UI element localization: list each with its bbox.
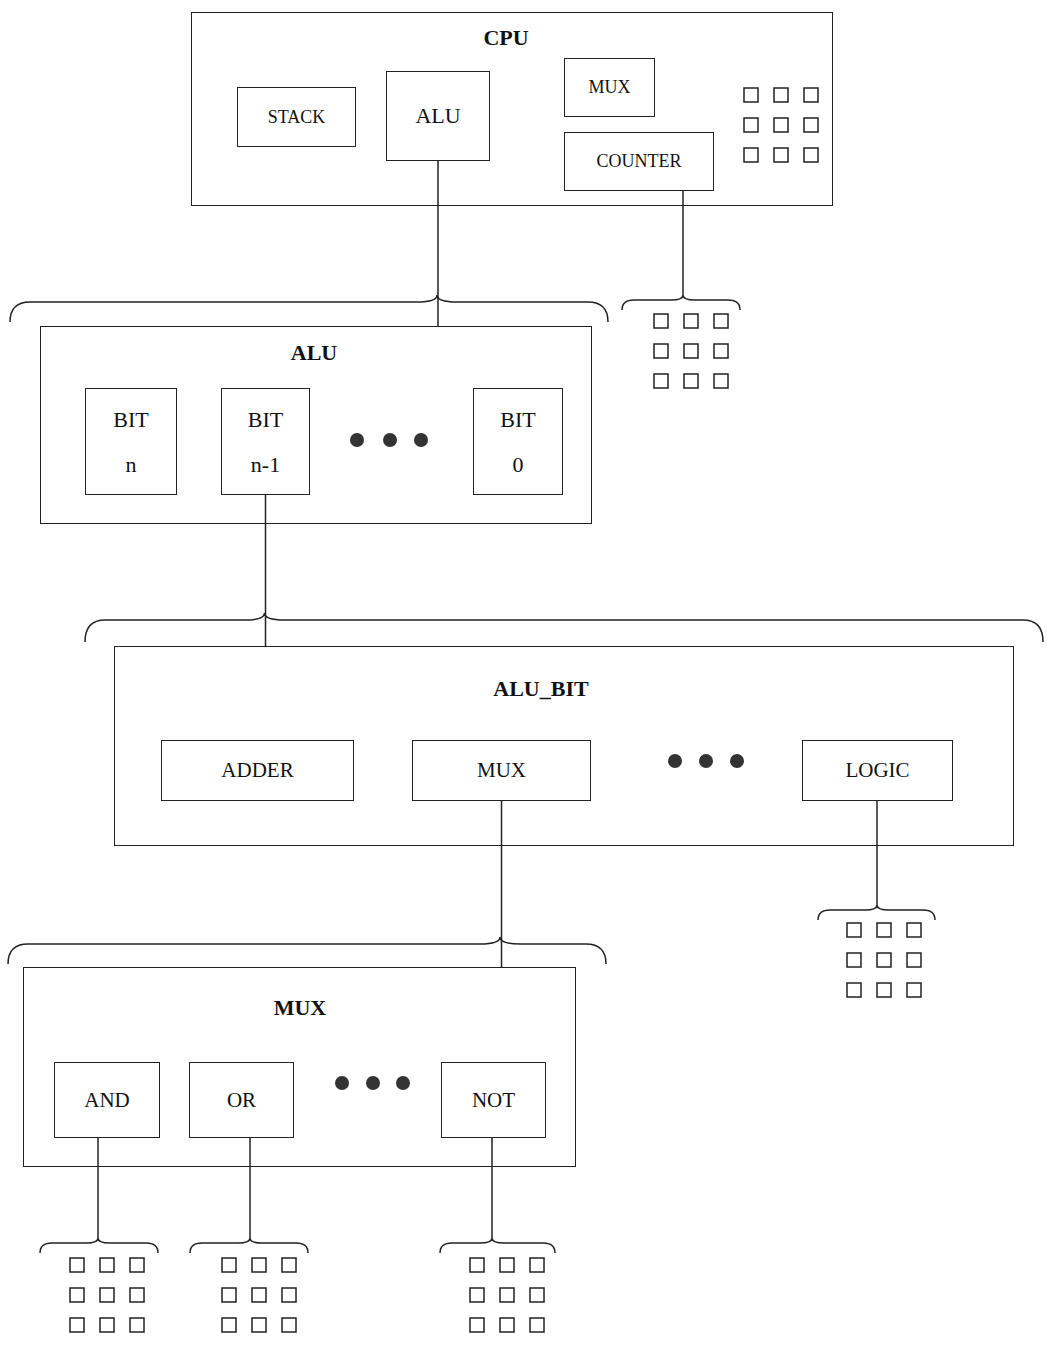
connector-line [501, 801, 503, 967]
grid-icon [847, 923, 921, 997]
wire [249, 1137, 251, 1238]
box-label: NOT [472, 1088, 515, 1113]
box-title: CPU [483, 25, 528, 51]
container-box: CPU STACK ALU MUX COUNTER [191, 12, 833, 206]
box-label: MUX [588, 77, 630, 98]
grid-icon [470, 1258, 544, 1332]
grid-icon [70, 1258, 144, 1332]
brace [818, 905, 935, 920]
component-box: BIT 0 [473, 388, 563, 495]
container-box: ALU BIT n BIT n-1 BIT 0 [40, 326, 592, 524]
container-box: MUX AND OR NOT [23, 967, 576, 1167]
box-label: COUNTER [597, 151, 682, 172]
brace [10, 295, 608, 322]
brace [622, 295, 740, 310]
component-box: NOT [441, 1062, 546, 1138]
connector-line [437, 161, 439, 326]
box-title: ALU [291, 340, 337, 366]
box-title: MUX [274, 995, 327, 1021]
component-box: OR [189, 1062, 294, 1138]
wire [491, 1137, 493, 1238]
box-label: BIT n-1 [245, 397, 287, 487]
component-box: ADDER [161, 740, 354, 801]
box-label: LOGIC [845, 758, 909, 783]
brace [440, 1238, 555, 1253]
box-label: STACK [268, 107, 326, 128]
brace [190, 1238, 308, 1253]
component-box: BIT n-1 [221, 388, 310, 495]
component-box: ALU [386, 71, 490, 161]
brace [40, 1238, 158, 1253]
box-title: ALU_BIT [493, 676, 588, 702]
braces [8, 295, 1043, 1253]
grid-icon [744, 88, 818, 162]
grids [70, 88, 921, 1332]
brace [8, 937, 606, 964]
wire [876, 800, 878, 905]
box-label: BIT 0 [497, 397, 539, 487]
ellipsis-dots [335, 433, 744, 1090]
component-box: STACK [237, 87, 356, 147]
box-label: ADDER [221, 758, 293, 783]
component-box: AND [54, 1062, 160, 1138]
wire [97, 1137, 99, 1238]
box-label: BIT n [110, 397, 152, 487]
box-label: MUX [477, 758, 526, 783]
box-label: AND [84, 1088, 130, 1113]
box-label: OR [227, 1088, 256, 1113]
component-box: MUX [564, 58, 655, 117]
container-box: ALU_BIT ADDER MUX LOGIC [114, 646, 1014, 846]
grid-icon [654, 314, 728, 388]
grid-icon [222, 1258, 296, 1332]
component-box: COUNTER [564, 132, 714, 191]
connector-line [265, 495, 267, 646]
box-label: ALU [415, 103, 460, 129]
brace [85, 613, 1043, 642]
component-box: BIT n [85, 388, 177, 495]
component-box: MUX [412, 740, 591, 801]
wires [98, 190, 877, 1238]
component-box: LOGIC [802, 740, 953, 801]
